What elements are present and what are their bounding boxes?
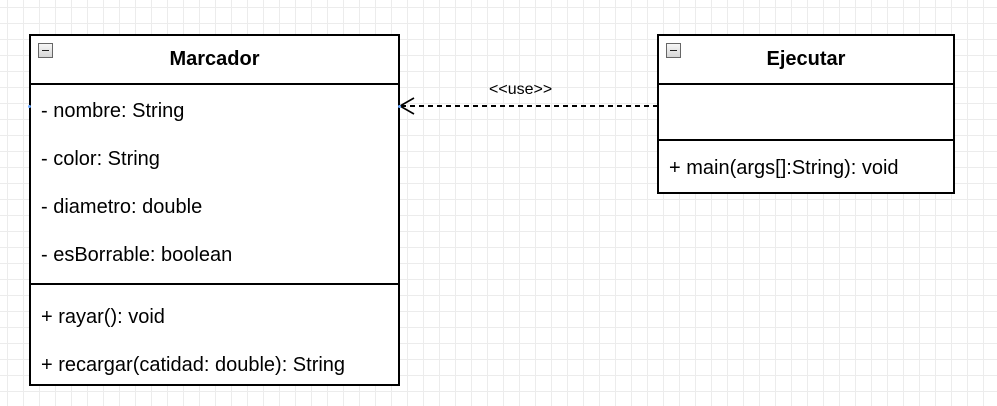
minus-square-icon[interactable] xyxy=(38,43,53,58)
class-header-marcador: Marcador xyxy=(31,36,398,85)
connection-anchor xyxy=(398,105,401,108)
method-item: + recargar(catidad: double): String xyxy=(41,354,346,376)
stereotype-label: <<use>> xyxy=(489,81,553,98)
minus-square-icon[interactable] xyxy=(666,43,681,58)
class-header-ejecutar: Ejecutar xyxy=(659,36,953,85)
attributes-section: - nombre: String - color: String - diame… xyxy=(31,85,398,285)
method-item: + main(args[]:String): void xyxy=(669,157,899,179)
attribute-item: - color: String xyxy=(41,148,160,170)
class-name: Marcador xyxy=(169,48,260,70)
methods-section: + main(args[]:String): void xyxy=(659,141,953,192)
attribute-item: - esBorrable: boolean xyxy=(41,244,233,266)
attribute-item: - diametro: double xyxy=(41,196,203,218)
class-ejecutar[interactable]: Ejecutar + main(args[]:String): void xyxy=(657,34,955,194)
methods-section: + rayar(): void + recargar(catidad: doub… xyxy=(31,285,398,384)
connection-anchor xyxy=(28,105,31,108)
class-name: Ejecutar xyxy=(766,48,846,70)
attribute-item: - nombre: String xyxy=(41,100,185,122)
method-item: + rayar(): void xyxy=(41,306,165,328)
class-marcador[interactable]: Marcador - nombre: String - color: Strin… xyxy=(29,34,400,386)
attributes-section xyxy=(659,85,953,141)
